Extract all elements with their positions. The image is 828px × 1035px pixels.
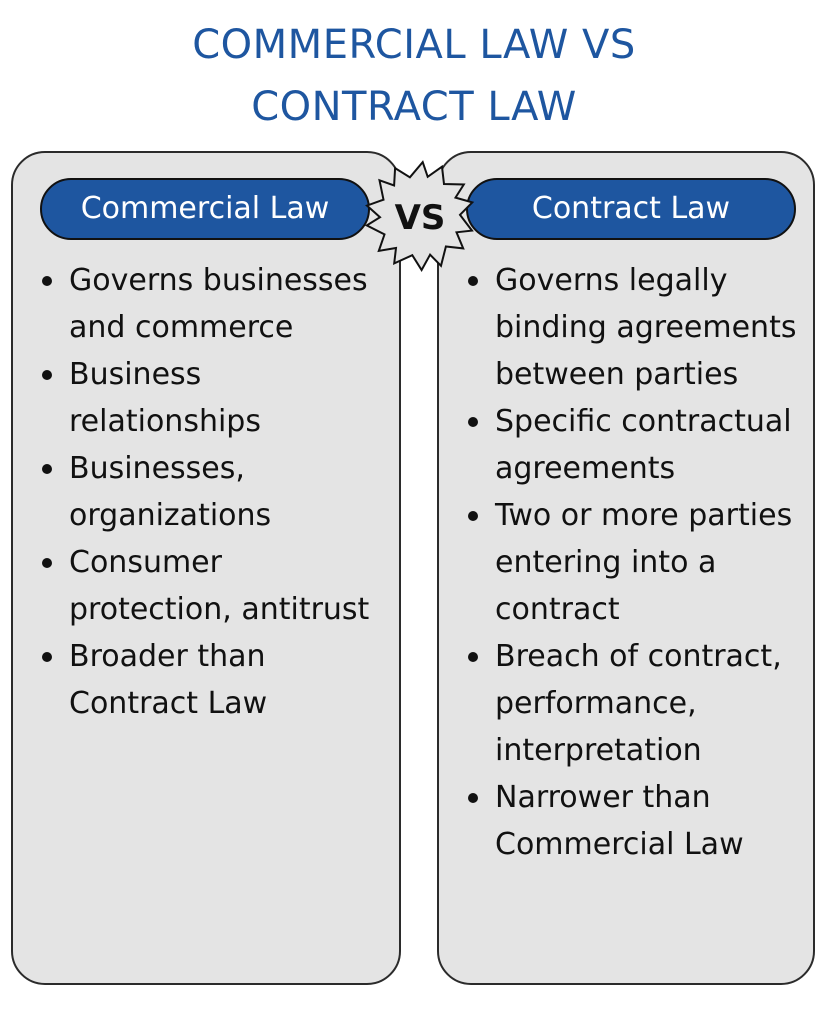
list-item: Narrower than Commercial Law xyxy=(466,774,811,868)
list-item: Breach of contract, performance, interpr… xyxy=(466,633,811,774)
vs-starburst-icon: VS xyxy=(364,160,475,272)
list-item-text: Business relationships xyxy=(69,357,261,439)
starburst-shape xyxy=(364,160,475,272)
contract-law-heading: Contract Law xyxy=(466,178,796,240)
list-item: Broader than Contract Law xyxy=(40,633,390,727)
list-item-text: Breach of contract, performance, interpr… xyxy=(495,639,782,768)
list-item-text: Narrower than Commercial Law xyxy=(495,780,744,862)
list-item: Specific contractual agreements xyxy=(466,398,811,492)
bullet-icon xyxy=(42,652,52,662)
bullet-icon xyxy=(42,370,52,380)
vs-badge: VS xyxy=(364,157,476,275)
bullet-icon xyxy=(468,793,478,803)
bullet-icon xyxy=(42,558,52,568)
list-item-text: Consumer protection, antitrust xyxy=(69,545,370,627)
list-item-text: Governs businesses and commerce xyxy=(69,263,368,345)
bullet-icon xyxy=(468,652,478,662)
list-item: Two or more parties entering into a cont… xyxy=(466,492,811,633)
list-item-text: Businesses, organizations xyxy=(69,451,272,533)
bullet-icon xyxy=(468,276,478,286)
list-item-text: Governs legally binding agreements betwe… xyxy=(495,263,797,392)
list-item: Businesses, organizations xyxy=(40,445,390,539)
commercial-law-panel xyxy=(11,151,401,985)
contract-law-panel xyxy=(437,151,815,985)
bullet-icon xyxy=(468,417,478,427)
list-item-text: Broader than Contract Law xyxy=(69,639,268,721)
list-item: Business relationships xyxy=(40,351,390,445)
list-item: Governs businesses and commerce xyxy=(40,257,390,351)
contract-law-list: Governs legally binding agreements betwe… xyxy=(466,257,811,868)
bullet-icon xyxy=(468,511,478,521)
list-item-text: Specific contractual agreements xyxy=(495,404,792,486)
list-item-text: Two or more parties entering into a cont… xyxy=(495,498,793,627)
vs-label: VS xyxy=(395,198,446,238)
page-title-line-1: COMMERCIAL LAW VS xyxy=(192,22,636,68)
bullet-icon xyxy=(42,464,52,474)
commercial-law-heading: Commercial Law xyxy=(40,178,370,240)
list-item: Governs legally binding agreements betwe… xyxy=(466,257,811,398)
list-item: Consumer protection, antitrust xyxy=(40,539,390,633)
page-title-line-2: CONTRACT LAW xyxy=(251,84,577,130)
bullet-icon xyxy=(42,276,52,286)
